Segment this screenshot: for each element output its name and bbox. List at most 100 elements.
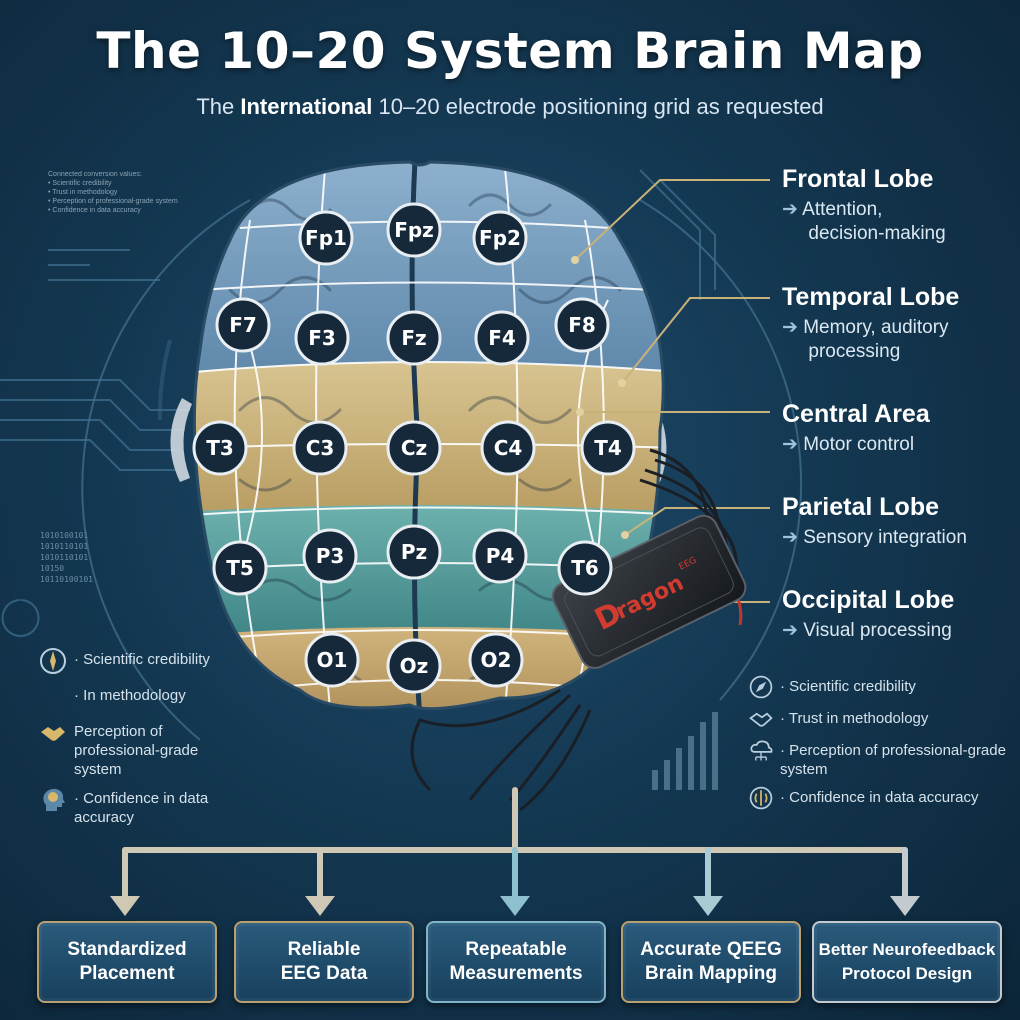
outcome-line: Repeatable <box>465 939 567 960</box>
flow-arrowheads <box>110 896 920 916</box>
lobe-central: Central Area ➔ Motor control <box>782 400 1014 457</box>
lobe-name: Parietal Lobe <box>782 493 939 521</box>
lobe-frontal: Frontal Lobe ➔ Attention, decision-makin… <box>782 165 1014 246</box>
brain-icon <box>749 786 773 810</box>
benefit-item: · Scientific credibility <box>748 674 1010 700</box>
binary-line: 1010100101 <box>40 531 89 540</box>
benefit-text: · Confidence in data accuracy <box>780 789 979 806</box>
electrode-t4: T4 <box>580 420 636 476</box>
electrode-ring <box>557 540 613 596</box>
electrode-ring <box>472 528 528 584</box>
electrode-ring <box>468 632 524 688</box>
binary-line: 10150 <box>40 564 65 573</box>
concept-note-item: • Perception of professional-grade syste… <box>48 198 178 205</box>
concept-note-heading: Connected conversion values: <box>48 171 142 178</box>
lobe-desc-line: Motor control <box>803 434 915 455</box>
lobe-name: Occipital Lobe <box>782 586 955 614</box>
electrode-ring <box>386 638 442 694</box>
benefits-left: · Scientific credibility · In methodolog… <box>38 646 238 833</box>
electrode-label: O2 <box>481 648 512 672</box>
outcome-line: Standardized <box>67 939 187 960</box>
electrode-label: T4 <box>594 436 622 460</box>
electrode-label: Oz <box>400 654 429 678</box>
arrow-icon: ➔ <box>782 317 798 338</box>
handshake-icon <box>749 712 773 727</box>
outcome-line: Protocol Design <box>841 964 973 983</box>
electrode-label: F4 <box>488 326 516 350</box>
electrode-f7: F7 <box>215 297 271 353</box>
electrode-ring <box>292 420 348 476</box>
electrode-ring <box>554 297 610 353</box>
electrode-label: F7 <box>229 313 257 337</box>
binary-line: 1010110101 <box>40 542 89 551</box>
blank-icon-slot <box>38 682 68 712</box>
electrode-ring <box>192 420 248 476</box>
benefit-item: · Confidence in data accuracy <box>38 785 238 827</box>
benefit-text: · In methodology <box>74 687 186 704</box>
lobe-description: ➔ Visual processing <box>782 619 1014 643</box>
benefit-item: · In methodology <box>38 682 238 712</box>
lobe-occipital: Occipital Lobe ➔ Visual processing <box>782 586 1014 643</box>
electrode-ring <box>304 632 360 688</box>
electrode-label: C3 <box>306 436 335 460</box>
outcome-line: Accurate QEEG <box>640 939 782 960</box>
electrode-o2: O2 <box>468 632 524 688</box>
concept-note-item: • Trust in methodology <box>48 189 118 196</box>
callout-dots <box>571 256 629 539</box>
lobe-description: ➔ Memory, auditory processing <box>782 316 1014 364</box>
electrode-t5: T5 <box>212 540 268 596</box>
lobe-desc-line: Attention, <box>802 199 883 220</box>
compass-icon <box>40 648 66 674</box>
electrode-label: Fp1 <box>305 226 347 250</box>
electrode-f8: F8 <box>554 297 610 353</box>
benefit-text: · Scientific credibility <box>780 678 916 695</box>
electrode-ring <box>474 310 530 366</box>
electrode-ring <box>386 310 442 366</box>
electrode-ring <box>302 528 358 584</box>
electrode-f4: F4 <box>474 310 530 366</box>
lobe-parietal: Parietal Lobe ➔ Sensory integration <box>782 493 1014 550</box>
benefit-text: · Perception of professional-grade syste… <box>780 742 1006 778</box>
outcome-line: Reliable <box>287 939 361 960</box>
electrode-f3: F3 <box>294 310 350 366</box>
electrode-label: P3 <box>316 544 345 568</box>
arrow-icon: ➔ <box>782 527 798 548</box>
benefit-item: · Scientific credibility <box>38 646 238 676</box>
lobe-desc-line: Sensory integration <box>803 527 967 548</box>
electrode-ring <box>386 420 442 476</box>
electrode-label: Cz <box>401 436 427 460</box>
electrode-label: F8 <box>568 313 596 337</box>
electrode-ring <box>294 310 350 366</box>
outcome-line: Brain Mapping <box>645 963 777 984</box>
electrode-ring <box>298 210 354 266</box>
binary-decoration: 1010100101 1010110101 1010110101 10150 1… <box>40 530 93 585</box>
eeg-amplifier-device: D ragon EEG <box>551 514 747 669</box>
concept-note: Connected conversion values: • Scientifi… <box>48 170 198 215</box>
bar-chart-decoration <box>652 712 718 790</box>
electrode-ring <box>212 540 268 596</box>
page-subtitle: The International 10–20 electrode positi… <box>0 94 1020 120</box>
outcome-line: EEG Data <box>280 963 368 984</box>
electrode-ring <box>472 210 528 266</box>
page-title: The 10–20 System Brain Map <box>96 22 924 80</box>
benefit-item: Perception of professional-grade system <box>38 718 238 779</box>
outcome-line: Better Neurofeedback <box>818 940 996 959</box>
lobe-name: Temporal Lobe <box>782 283 960 311</box>
cloud-network-icon <box>750 740 773 761</box>
electrode-label: P4 <box>486 544 515 568</box>
outcome-line: Measurements <box>449 963 583 984</box>
lobe-temporal: Temporal Lobe ➔ Memory, auditory process… <box>782 283 1014 364</box>
lobe-description: ➔ Motor control <box>782 433 1014 457</box>
concept-note-item: • Scientific credibility <box>48 180 112 187</box>
electrode-p4: P4 <box>472 528 528 584</box>
handshake-icon <box>41 727 65 741</box>
electrode-pz: Pz <box>386 524 442 580</box>
electrode-ring <box>480 420 536 476</box>
benefit-text: · Trust in methodology <box>780 710 929 727</box>
concept-note-item: • Confidence in data accuracy <box>48 207 141 214</box>
subtitle-bold: International <box>240 94 373 119</box>
